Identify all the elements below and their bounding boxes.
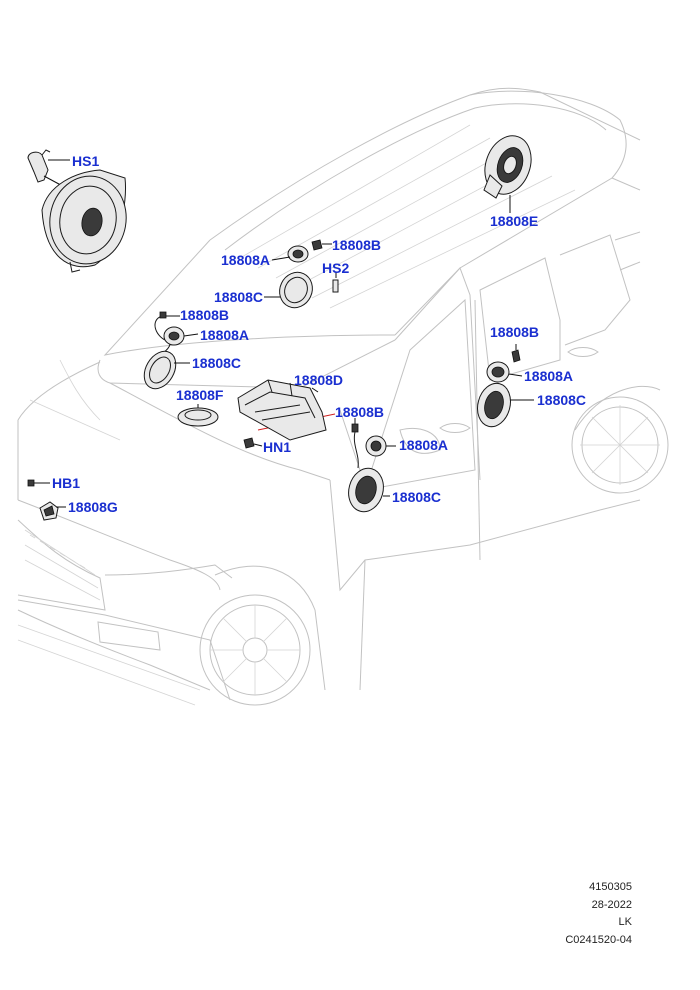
footer-code-4: C0241520-04 bbox=[565, 934, 632, 946]
callout-18808b-roof: 18808B bbox=[332, 237, 382, 253]
callout-hn1: HN1 bbox=[263, 439, 292, 455]
connector-18808b-roof bbox=[311, 239, 332, 251]
speaker-18808a-roof bbox=[271, 245, 309, 263]
wire-18808b-fdoor bbox=[351, 418, 359, 469]
nut-hn1 bbox=[243, 437, 263, 449]
footer-code-1: 4150305 bbox=[589, 881, 632, 893]
callout-18808c-rdoor: 18808C bbox=[537, 392, 587, 408]
bolt-hb1 bbox=[27, 479, 50, 487]
footer-code-2: 28-2022 bbox=[591, 899, 632, 911]
connector-18808b-rdoor bbox=[511, 344, 521, 363]
callout-18808a-rdoor: 18808A bbox=[524, 368, 574, 384]
footer-code-3: LK bbox=[618, 916, 632, 928]
callout-18808c-left: 18808C bbox=[192, 355, 242, 371]
speaker-18808g bbox=[39, 501, 66, 521]
callout-18808a-roof: 18808A bbox=[221, 252, 271, 268]
callout-18808c-fdoor: 18808C bbox=[392, 489, 442, 505]
callout-18808f: 18808F bbox=[176, 387, 224, 403]
speaker-18808c-roof bbox=[264, 271, 313, 309]
callout-18808e: 18808E bbox=[490, 213, 539, 229]
callout-hs2: HS2 bbox=[322, 260, 350, 276]
speaker-18808c-fdoor bbox=[348, 467, 390, 513]
speaker-18808a-left bbox=[163, 326, 199, 346]
callout-hs1: HS1 bbox=[72, 153, 100, 169]
callout-18808b-rdoor: 18808B bbox=[490, 324, 540, 340]
callout-18808d: 18808D bbox=[294, 372, 344, 388]
screw-hs2 bbox=[332, 272, 339, 293]
callout-hb1: HB1 bbox=[52, 475, 81, 491]
amplifier-18808d bbox=[237, 379, 327, 441]
callout-18808b-fdoor: 18808B bbox=[335, 404, 385, 420]
callout-18808c-roof: 18808C bbox=[214, 289, 264, 305]
speaker-18808a-fdoor bbox=[365, 435, 396, 457]
callout-18808a-fdoor: 18808A bbox=[399, 437, 449, 453]
speaker-18808f bbox=[177, 404, 219, 427]
speaker-18808c-left bbox=[143, 350, 190, 390]
speaker-18808a-rdoor bbox=[486, 361, 523, 383]
subwoofer-speaker bbox=[41, 169, 127, 273]
speaker-18808e bbox=[483, 135, 532, 213]
callout-18808a-left: 18808A bbox=[200, 327, 250, 343]
callout-18808g: 18808G bbox=[68, 499, 118, 515]
speaker-18808c-rdoor bbox=[477, 382, 534, 428]
callout-18808b-left: 18808B bbox=[180, 307, 230, 323]
